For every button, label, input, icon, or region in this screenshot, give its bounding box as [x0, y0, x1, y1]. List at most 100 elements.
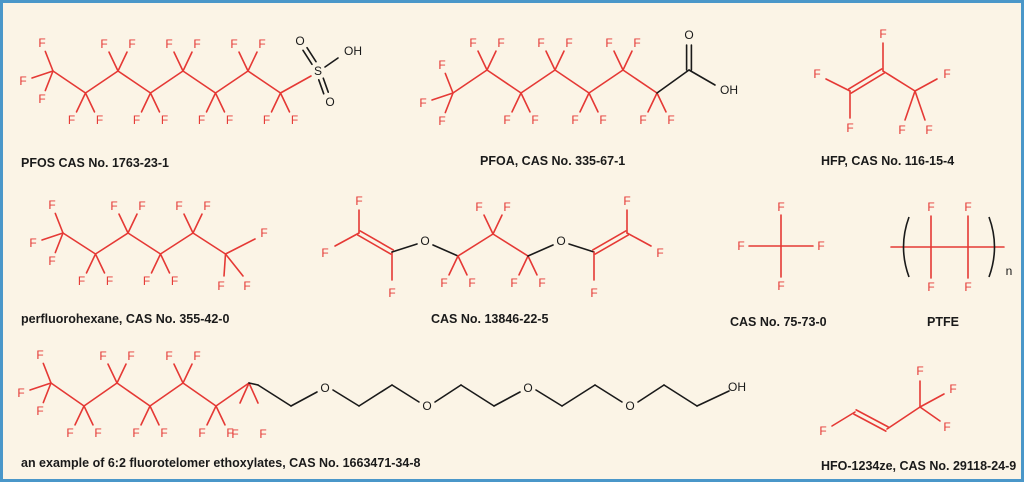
- fluorine-atom: F: [96, 113, 103, 127]
- double-bond: [317, 79, 325, 95]
- bond: [62, 232, 97, 255]
- bond: [239, 382, 250, 404]
- bond: [257, 384, 292, 407]
- bond: [527, 255, 538, 276]
- fluorine-atom: F: [605, 36, 612, 50]
- fluorine-atom: F: [590, 286, 597, 300]
- fluorine-atom: F: [667, 113, 674, 127]
- bond: [431, 92, 454, 101]
- bond: [919, 393, 945, 408]
- bond: [149, 382, 184, 407]
- bond: [688, 69, 716, 86]
- fluorine-atom: F: [438, 58, 445, 72]
- fluorine-atom: F: [133, 113, 140, 127]
- caption-hfo: HFO-1234ze, CAS No. 29118-24-9: [821, 459, 1017, 473]
- bond: [54, 232, 64, 254]
- double-bond: [302, 49, 313, 66]
- bond: [214, 70, 249, 94]
- bond: [192, 213, 203, 234]
- fluorine-atom: F: [538, 276, 545, 290]
- bond: [527, 244, 554, 257]
- fluorine-atom: F: [879, 27, 886, 41]
- fluorine-atom: F: [531, 113, 538, 127]
- fluorine-atom: F: [66, 426, 73, 440]
- fluorine-atom: F: [36, 404, 43, 418]
- bond: [622, 50, 633, 71]
- bond: [613, 50, 624, 71]
- bond: [140, 405, 151, 426]
- bond: [588, 69, 624, 94]
- double-bond: [850, 72, 886, 94]
- bond: [486, 50, 497, 71]
- bond: [116, 363, 127, 384]
- fluorine-atom: F: [503, 200, 510, 214]
- fluorine-atom: F: [599, 113, 606, 127]
- fluorine-atom: F: [639, 113, 646, 127]
- bond: [223, 253, 227, 277]
- bond: [914, 90, 926, 121]
- fluorine-atom: F: [106, 274, 113, 288]
- bond: [518, 255, 529, 276]
- oxygen-atom: O: [625, 399, 634, 413]
- bracket-left: [902, 216, 910, 278]
- bond: [561, 384, 596, 407]
- fluorine-atom: F: [38, 92, 45, 106]
- bond: [117, 51, 128, 72]
- fluorine-atom: F: [846, 121, 853, 135]
- fluorine-atom: F: [138, 199, 145, 213]
- bond: [535, 389, 563, 407]
- bond: [107, 363, 118, 384]
- fluorine-atom: F: [388, 286, 395, 300]
- fluorine-atom: F: [438, 114, 445, 128]
- oxygen-atom: O: [295, 34, 304, 48]
- bond: [492, 233, 529, 257]
- fluorine-atom: F: [230, 37, 237, 51]
- bond: [74, 405, 85, 426]
- fluorine-atom: F: [165, 349, 172, 363]
- bond: [215, 382, 250, 407]
- fluorine-atom: F: [925, 123, 932, 137]
- double-bond: [359, 230, 394, 251]
- caption-pfoa: PFOA, CAS No. 335-67-1: [480, 154, 626, 168]
- bond: [904, 90, 916, 121]
- fluorine-atom: F: [777, 279, 784, 293]
- bond: [444, 72, 454, 94]
- caption-cf4: CAS No. 75-73-0: [730, 315, 827, 329]
- bond: [182, 70, 217, 94]
- double-bond: [594, 234, 629, 255]
- fluorine-atom: F: [916, 364, 923, 378]
- bond: [192, 232, 227, 255]
- bond: [247, 70, 282, 94]
- fluorine-atom: F: [469, 36, 476, 50]
- bond: [477, 50, 488, 71]
- bond: [224, 253, 244, 277]
- bond: [29, 382, 52, 391]
- fluorine-atom: F: [927, 280, 934, 294]
- double-bond: [306, 46, 317, 63]
- bond: [444, 92, 454, 114]
- oxygen-atom: O: [422, 399, 431, 413]
- fluorine-atom: F: [927, 200, 934, 214]
- fluorine-atom: F: [943, 67, 950, 81]
- fluorine-atom: F: [68, 113, 75, 127]
- bond: [622, 69, 658, 94]
- bond: [663, 384, 698, 407]
- fluorine-atom: F: [819, 424, 826, 438]
- caption-perfluorohexane: perfluorohexane, CAS No. 355-42-0: [21, 312, 230, 326]
- bond: [588, 92, 599, 113]
- fluorine-atom: F: [175, 199, 182, 213]
- bond: [457, 233, 494, 257]
- fluorine-atom: F: [243, 279, 250, 293]
- caption-pfos: PFOS CAS No. 1763-23-1: [21, 156, 169, 170]
- fluorine-atom: F: [656, 246, 663, 260]
- fluorine-atom: F: [78, 274, 85, 288]
- bond: [332, 389, 360, 407]
- bond: [247, 51, 258, 72]
- fluorine-atom: F: [19, 74, 26, 88]
- bond: [520, 92, 531, 113]
- bond: [626, 232, 652, 247]
- fluorine-atom: F: [321, 246, 328, 260]
- fluorine-atom: F: [48, 254, 55, 268]
- fluorine-atom: F: [571, 113, 578, 127]
